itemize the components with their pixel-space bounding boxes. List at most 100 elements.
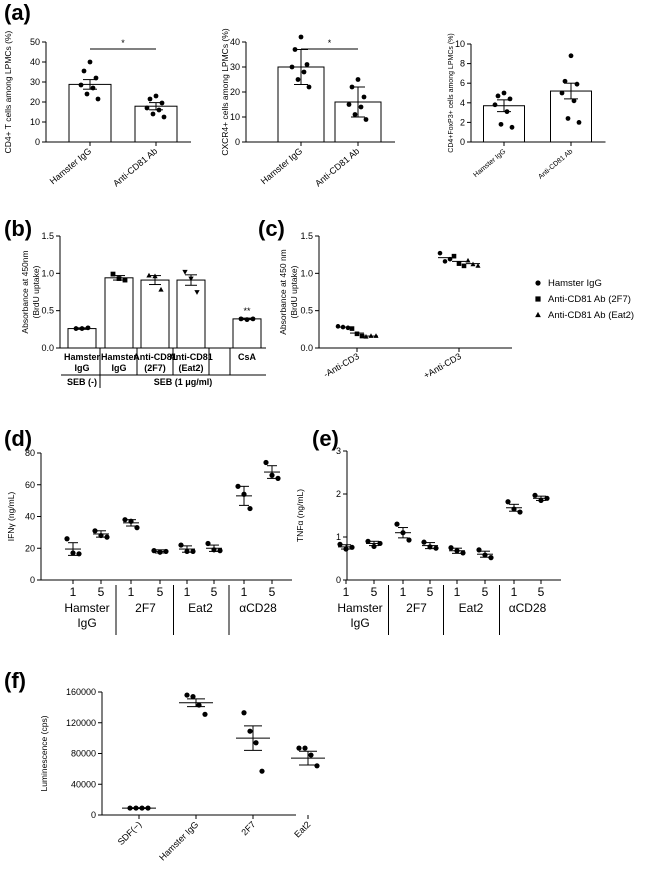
data-point: [461, 263, 467, 269]
data-point: [454, 548, 460, 554]
data-point: [184, 548, 190, 555]
x-category-label: Hamster IgG: [48, 146, 94, 186]
data-point: [562, 78, 568, 84]
x-category-label: 2F7: [239, 819, 257, 837]
group-label: Eat2: [459, 601, 484, 615]
data-point: [147, 96, 153, 102]
data-point: [340, 324, 346, 330]
bar: [176, 279, 206, 349]
x-tick-label: 1: [70, 585, 77, 599]
data-point: [460, 550, 466, 556]
y-axis-label: CD4+ T cells among LPMCs (%): [3, 30, 13, 153]
y-tick-label: 0: [30, 575, 35, 585]
y-tick-label: 30: [30, 77, 40, 87]
data-point: [182, 269, 188, 275]
x-category-label: Hamster: [64, 352, 101, 362]
data-point: [355, 77, 361, 82]
x-tick-label: 1: [400, 585, 407, 599]
data-point: [116, 276, 122, 281]
data-point: [377, 540, 383, 547]
data-point: [349, 84, 355, 90]
significance-star: *: [121, 38, 125, 48]
data-point: [442, 259, 448, 264]
y-tick-label: 120000: [66, 718, 96, 728]
data-point: [133, 805, 139, 811]
y-tick-label: 10: [30, 117, 40, 127]
y-tick-label: 160000: [66, 687, 96, 697]
y-tick-label: 80: [25, 448, 35, 458]
data-point: [482, 552, 488, 558]
data-point: [235, 483, 241, 489]
data-point: [194, 290, 200, 295]
x-category-label: Anti-CD81 Ab: [313, 146, 361, 189]
data-point: [122, 277, 128, 283]
data-point: [470, 261, 476, 267]
y-tick-label: 40: [230, 37, 240, 47]
y-axis-label: TNFα (ng/mL): [295, 489, 305, 542]
y-axis-label: CXCR4+ cells among LPMCs (%): [220, 28, 230, 155]
group-label: Hamster: [337, 601, 382, 615]
x-category-label: Hamster IgG: [259, 146, 305, 186]
data-point: [448, 545, 454, 551]
x-tick-label: 1: [241, 585, 248, 599]
data-point: [335, 324, 341, 329]
y-tick-label: 0.5: [41, 306, 54, 316]
y-tick-label: 40000: [71, 779, 96, 789]
y-tick-label: 4: [460, 98, 465, 108]
data-point: [90, 85, 96, 91]
x-category-label: CsA: [238, 352, 257, 362]
y-tick-label: 20: [25, 543, 35, 553]
data-point: [363, 117, 369, 122]
group-label: 2F7: [135, 601, 156, 615]
data-point: [73, 326, 79, 331]
y-tick-label: 40: [25, 512, 35, 522]
data-point: [76, 551, 82, 557]
y-tick-label: 1.0: [300, 268, 313, 278]
group-label: IgG: [350, 616, 369, 630]
data-point: [296, 745, 302, 751]
legend-marker: [535, 280, 541, 286]
group-label: αCD28: [509, 601, 547, 615]
data-point: [337, 541, 343, 547]
legend-label: Anti-CD81 Ab (2F7): [548, 294, 631, 305]
data-point: [576, 120, 582, 125]
x-category-label: (2F7): [144, 363, 166, 373]
x-tick-label: 1: [511, 585, 518, 599]
x-category-label: Hamster IgG: [157, 819, 200, 862]
x-tick-label: 5: [427, 585, 434, 599]
y-tick-label: 50: [30, 37, 40, 47]
data-point: [406, 537, 412, 543]
data-point: [456, 261, 462, 266]
data-point: [184, 692, 190, 698]
y-tick-label: 10: [455, 39, 465, 49]
y-tick-label: 0: [91, 810, 96, 820]
x-tick-label: 5: [98, 585, 105, 599]
data-point: [64, 536, 70, 542]
data-point: [150, 111, 156, 117]
data-point: [205, 540, 211, 547]
y-tick-label: 0: [235, 137, 240, 147]
data-point: [451, 253, 457, 259]
data-point: [292, 47, 298, 52]
data-point: [488, 555, 494, 561]
data-point: [241, 710, 247, 716]
y-tick-label: 1.5: [41, 231, 54, 241]
x-category-label: Anti-CD81: [169, 352, 213, 362]
x-category-label: Hamster IgG: [472, 148, 507, 179]
data-point: [433, 545, 439, 551]
y-tick-label: 0: [35, 137, 40, 147]
data-point: [352, 112, 358, 117]
data-point: [81, 68, 87, 74]
y-tick-label: 1.0: [41, 268, 54, 278]
bar: [232, 318, 262, 349]
data-point: [544, 495, 550, 501]
data-point: [157, 549, 163, 555]
data-point: [139, 805, 145, 811]
data-point: [361, 94, 367, 100]
data-point: [122, 517, 128, 523]
y-axis-label: Absorbance at 450 nm: [278, 249, 288, 335]
group-label: 2F7: [406, 601, 427, 615]
